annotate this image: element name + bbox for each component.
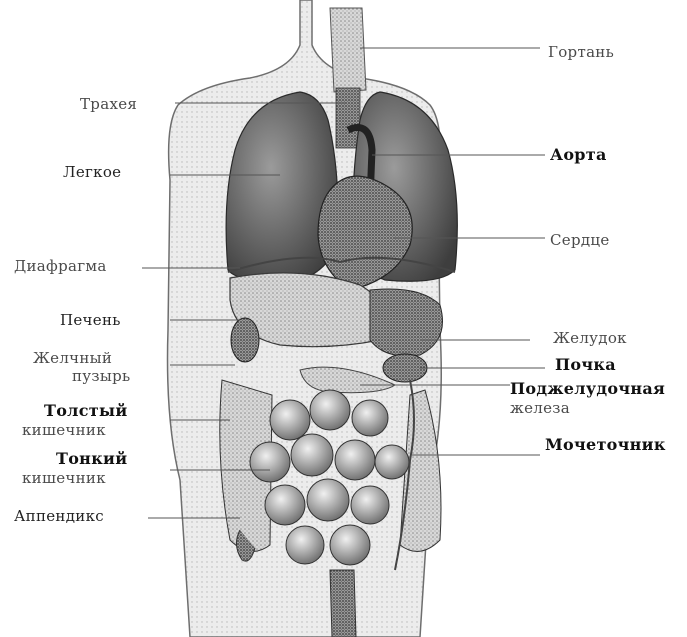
larynx [330, 8, 366, 92]
label-larynx: Гортань [548, 44, 614, 61]
label-ureter: Мочеточник [545, 436, 666, 453]
label-trachea: Трахея [80, 96, 137, 113]
label-small-intestine-2: кишечник [22, 470, 106, 487]
trachea [336, 88, 360, 148]
label-aorta: Аорта [550, 146, 607, 163]
gallbladder [231, 318, 259, 362]
label-stomach: Желудок [553, 330, 627, 347]
label-pancreas-1: Поджелудочная [510, 380, 665, 397]
label-pancreas-2: железа [510, 400, 570, 417]
label-appendix: Аппендикс [14, 508, 104, 525]
label-kidney: Почка [555, 356, 616, 373]
label-small-intestine-1: Тонкий [56, 450, 127, 467]
label-gallbladder-2: пузырь [72, 368, 131, 385]
label-gallbladder-1: Желчный [33, 350, 112, 367]
label-lung: Легкое [63, 164, 121, 181]
label-large-intestine-2: кишечник [22, 422, 106, 439]
label-liver: Печень [60, 312, 121, 329]
label-large-intestine-1: Толстый [44, 402, 128, 419]
label-diaphragm: Диафрагма [14, 258, 107, 275]
label-heart: Сердце [550, 232, 610, 249]
stomach [370, 289, 443, 356]
rectum [330, 570, 356, 637]
